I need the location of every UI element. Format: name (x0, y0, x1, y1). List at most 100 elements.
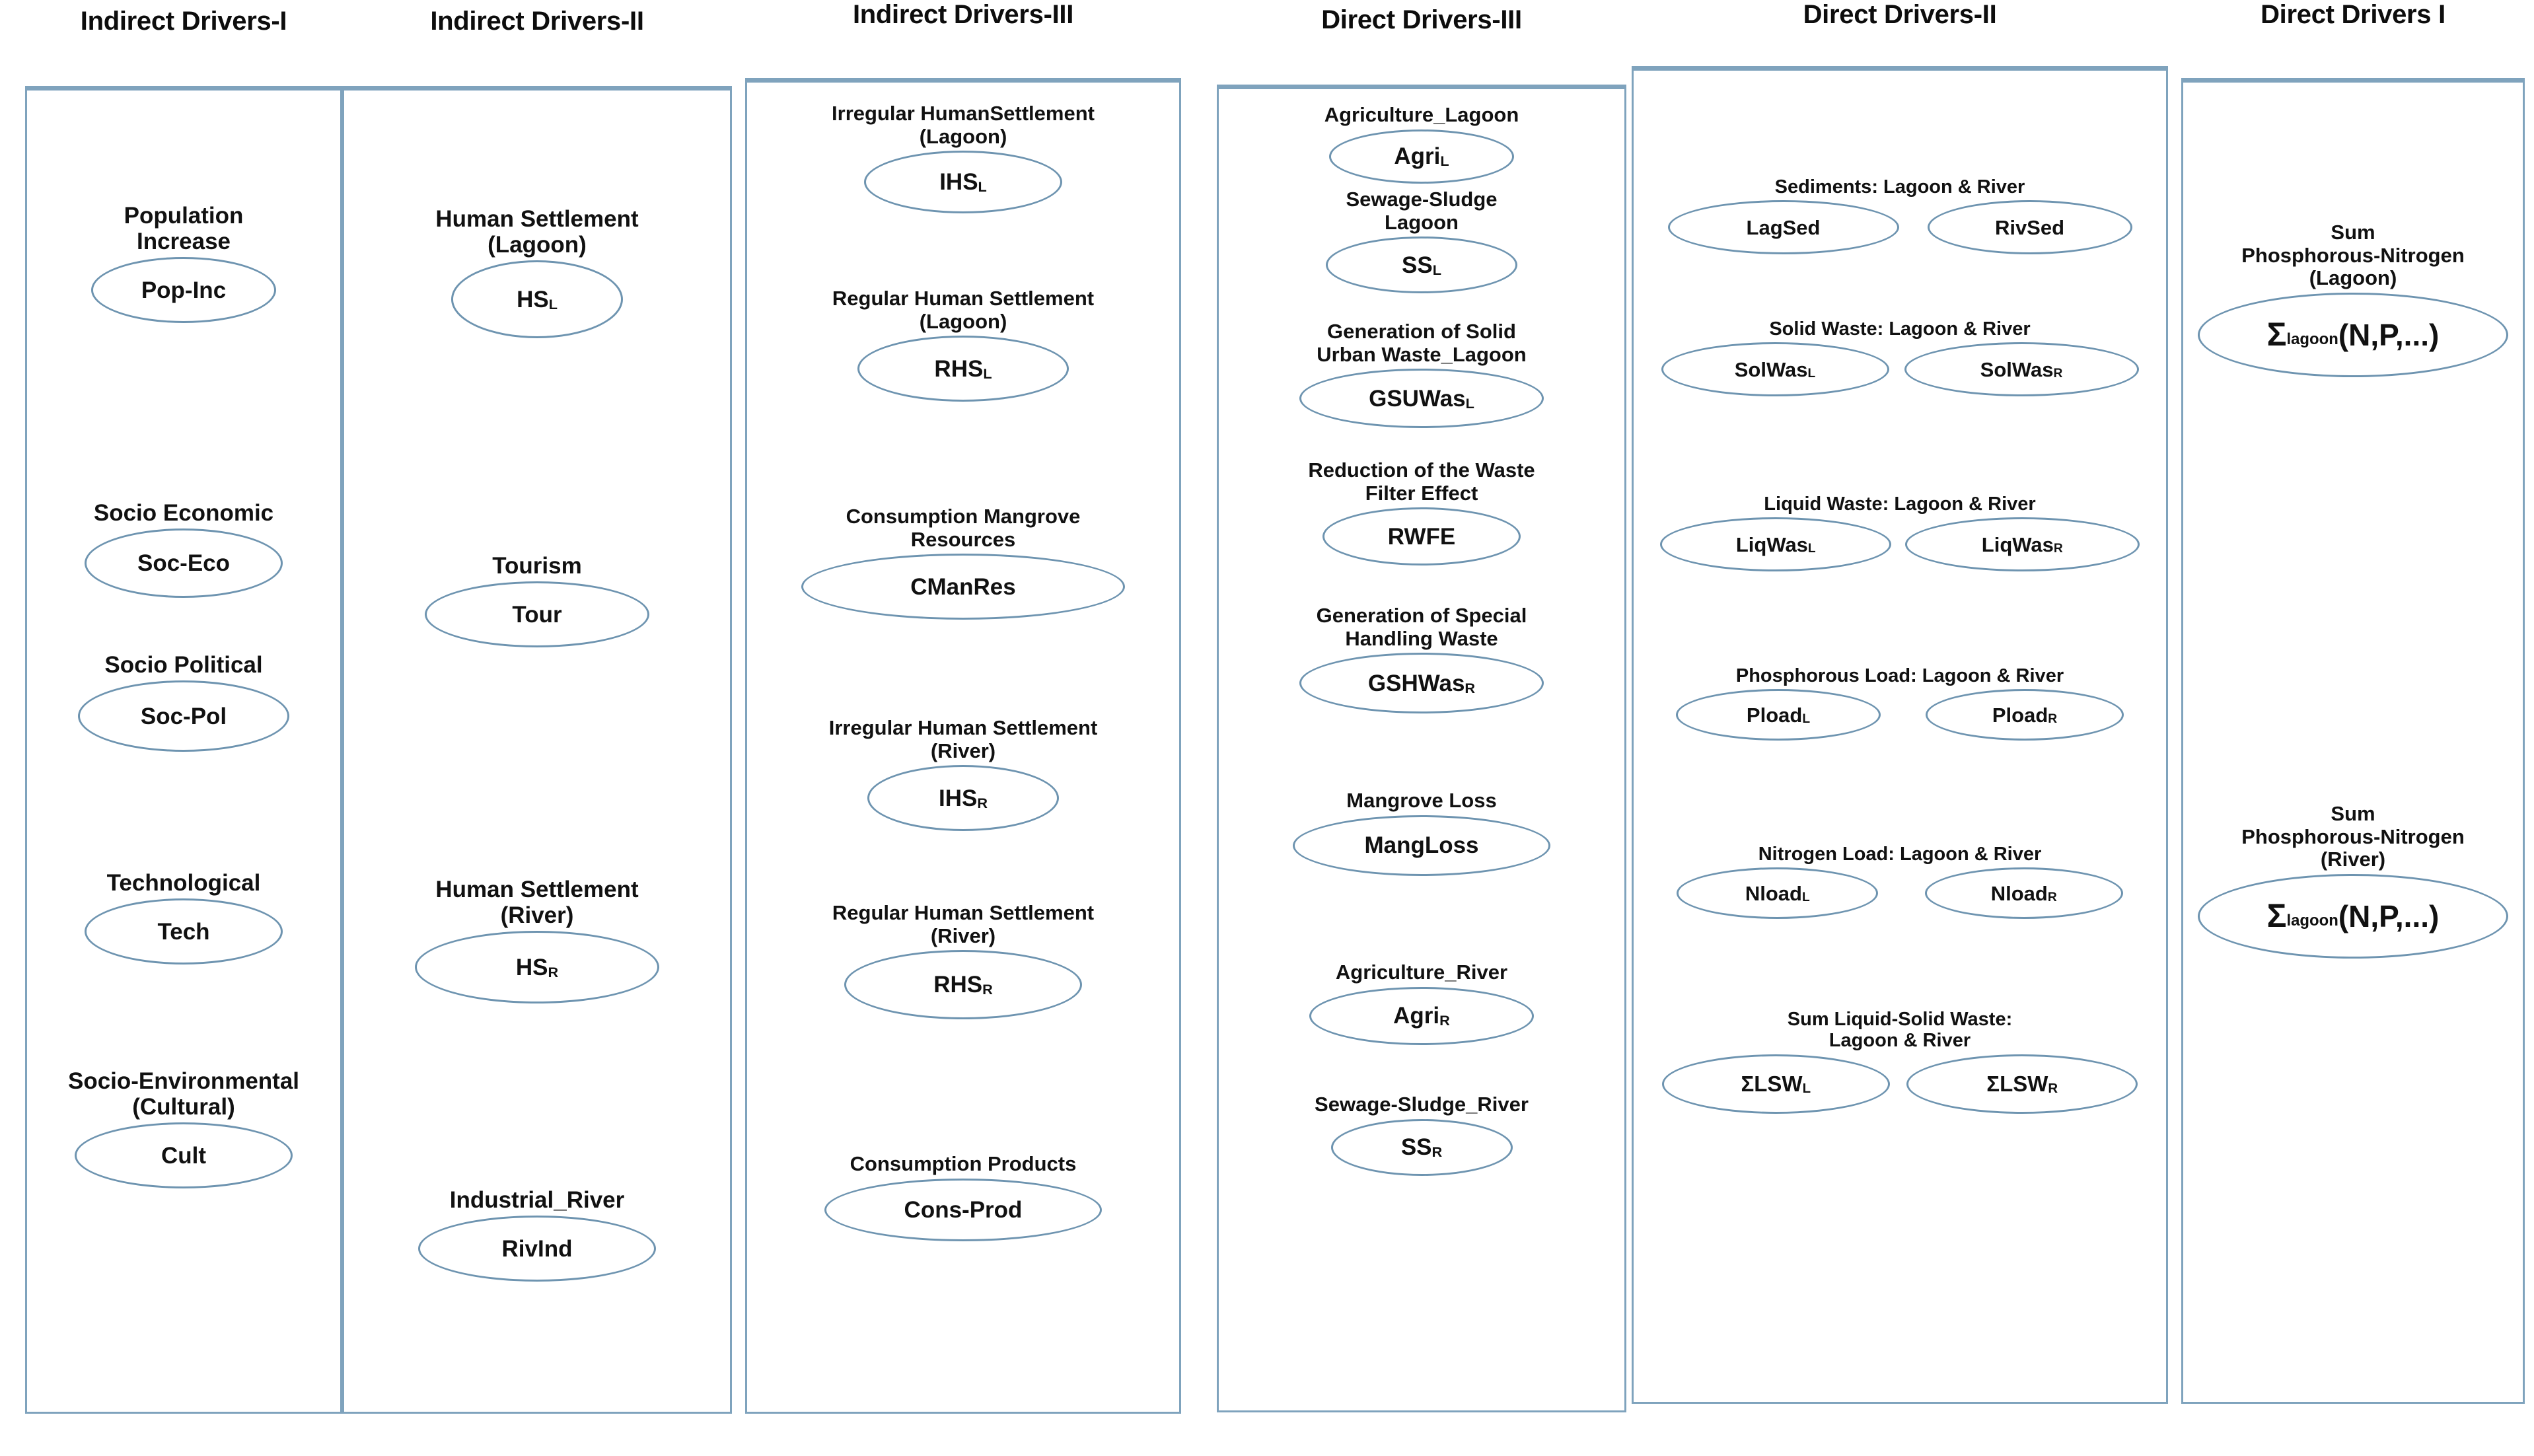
node-code-ellipse[interactable]: Tour (425, 581, 649, 648)
node-code-ellipse[interactable]: CManRes (801, 554, 1125, 620)
node-reduction-waste-filter-effect[interactable]: Reduction of the Waste Filter Effect RWF… (1219, 458, 1624, 566)
node-code-ellipse[interactable]: Pop-Inc (91, 257, 276, 324)
node-socio-political[interactable]: Socio Political Soc-Pol (27, 652, 340, 752)
node-consumption-mangrove-resources[interactable]: Consumption Mangrove Resources CManRes (747, 505, 1179, 620)
node-code: SolWas (1980, 357, 2054, 381)
node-code-ellipse[interactable]: Cult (75, 1122, 293, 1189)
node-code: CManRes (910, 573, 1016, 600)
node-code: Pload (1992, 703, 2048, 727)
node-socio-economic[interactable]: Socio Economic Soc-Eco (27, 500, 340, 599)
column-box: Population Increase Pop-Inc Socio Econom… (25, 86, 342, 1414)
node-label: Tourism (492, 553, 582, 579)
node-consumption-products[interactable]: Consumption Products Cons-Prod (747, 1152, 1179, 1241)
node-code-subscript: R (2053, 542, 2063, 556)
node-generation-special-handling-waste[interactable]: Generation of Special Handling Waste GSH… (1219, 604, 1624, 714)
node-technological[interactable]: Technological Tech (27, 870, 340, 965)
node-population-increase[interactable]: Population Increase Pop-Inc (27, 203, 340, 324)
node-socio-environmental-cultural[interactable]: Socio-Environmental (Cultural) Cult (27, 1068, 340, 1189)
node-code-ellipse[interactable]: Tech (85, 898, 283, 965)
node-code-ellipse-left[interactable]: LagSed (1667, 200, 1899, 255)
node-code: RivSed (1994, 215, 2065, 239)
column-title: Direct Drivers-III (1321, 5, 1522, 34)
node-code-ellipse[interactable]: Cons-Prod (824, 1178, 1102, 1241)
node-code: IHS (939, 169, 978, 196)
node-code-subscript: R (2047, 891, 2057, 905)
node-tourism[interactable]: Tourism Tour (344, 553, 730, 648)
node-mangrove-loss[interactable]: Mangrove Loss MangLoss (1219, 789, 1624, 876)
node-label: Generation of Special Handling Waste (1316, 604, 1527, 650)
node-code-ellipse[interactable]: Soc-Pol (78, 680, 289, 752)
node-code: RWFE (1387, 523, 1456, 550)
node-code-subscript: L (978, 178, 987, 196)
node-code-subscript: R (1431, 1144, 1443, 1161)
node-generation-solid-urban-waste-lagoon[interactable]: Generation of Solid Urban Waste_Lagoon G… (1219, 320, 1624, 429)
node-label: Socio Economic (93, 500, 274, 526)
node-code-ellipse-right[interactable]: RivSed (1927, 200, 2132, 255)
column-title: Direct Drivers I (2261, 0, 2445, 29)
node-code: Nload (1745, 881, 1802, 905)
node-code-subscript: L (1801, 891, 1810, 905)
node-code: GSHWas (1367, 670, 1465, 696)
node-code-ellipse[interactable]: RWFE (1322, 507, 1521, 566)
node-code-subscript: L (1802, 712, 1811, 727)
node-pair-label: Liquid Waste: Lagoon & River (1764, 493, 2036, 515)
node-pair-sediments: Sediments: Lagoon & River LagSed RivSed (1653, 176, 2146, 255)
node-code: LagSed (1746, 215, 1821, 239)
node-code-ellipse[interactable]: MangLoss (1293, 815, 1550, 876)
node-code-subscript: L (1807, 542, 1816, 556)
node-industrial-river[interactable]: Industrial_River RivInd (344, 1187, 730, 1282)
node-code: Agri (1394, 143, 1441, 170)
node-code: Pload (1746, 703, 1803, 727)
node-code-ellipse[interactable]: RivInd (418, 1216, 656, 1282)
node-code-subscript: L (1802, 1080, 1811, 1096)
node-label: Consumption Mangrove Resources (846, 505, 1081, 551)
node-code-subscript: R (1465, 679, 1476, 696)
node-code: LiqWas (1981, 532, 2054, 556)
node-pair-label: Solid Waste: Lagoon & River (1769, 318, 2031, 340)
node-code: Σ (2266, 897, 2287, 935)
node-code-ellipse[interactable]: Soc-Eco (85, 528, 283, 599)
node-code: Soc-Pol (140, 703, 227, 729)
column-direct-drivers-1: Direct Drivers I Sum Phosphorous-Nitroge… (2181, 0, 2525, 1404)
node-label: Agriculture_River (1335, 961, 1508, 984)
